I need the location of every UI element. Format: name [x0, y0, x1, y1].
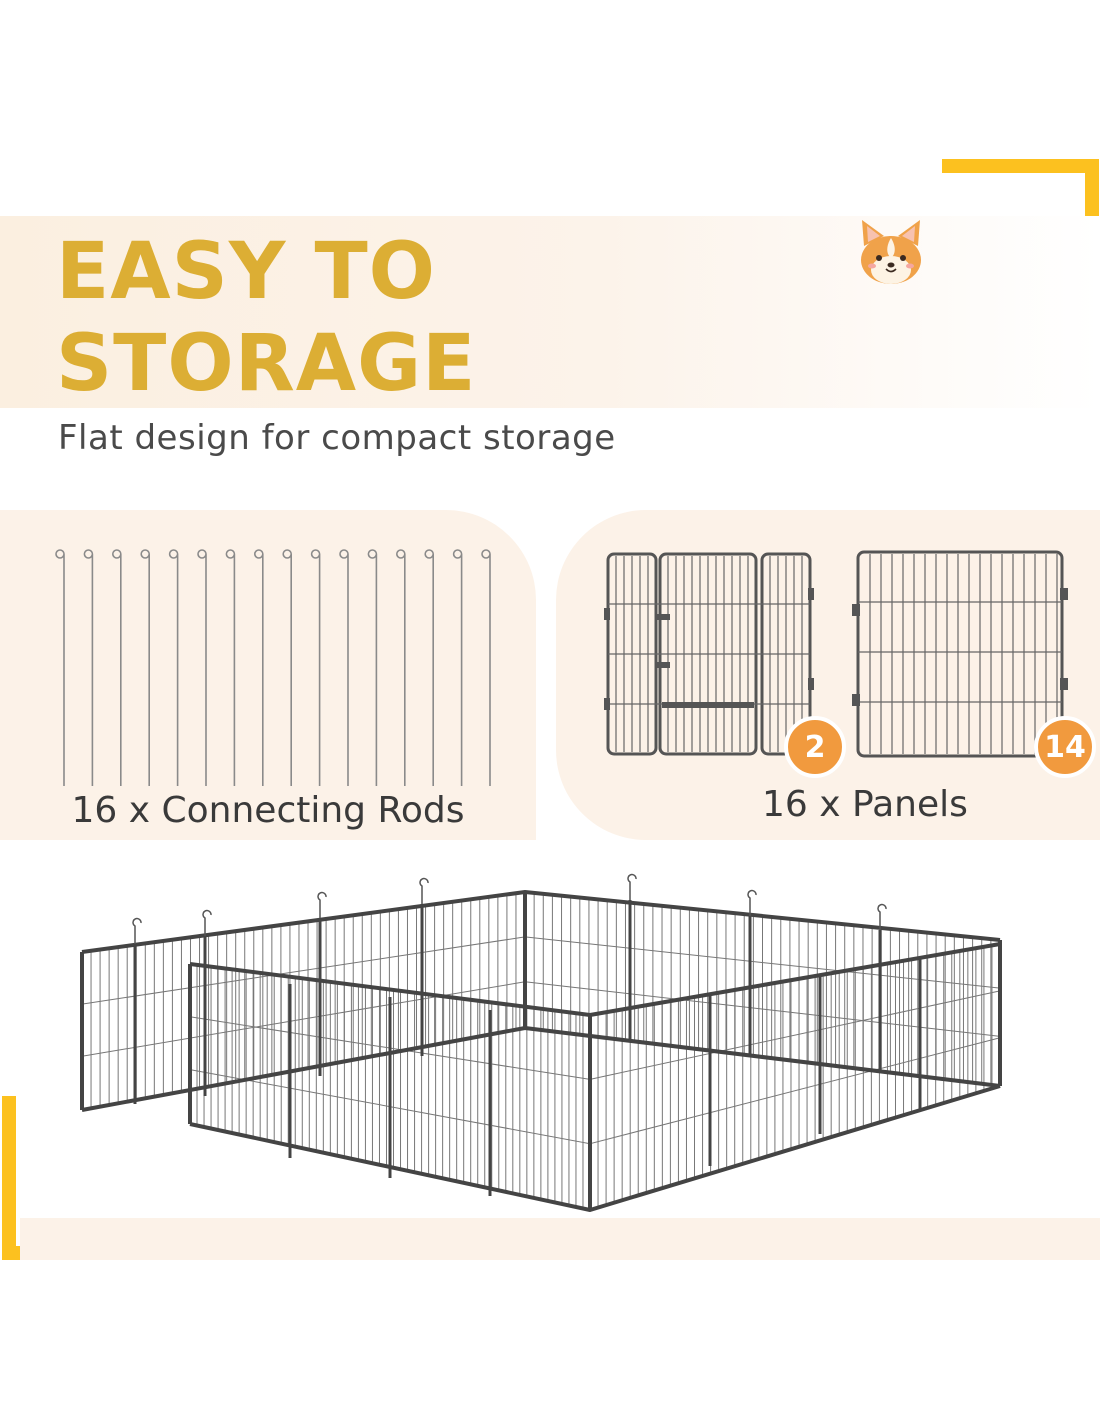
connecting-rod — [253, 549, 264, 786]
panels-panel — [556, 510, 1100, 840]
rods-panel — [0, 510, 536, 840]
connecting-rod — [197, 549, 207, 786]
corgi-mascot-icon — [861, 220, 921, 284]
connecting-rod — [367, 549, 378, 786]
plain-panel-illustration — [852, 550, 1068, 758]
connecting-rod — [282, 549, 292, 786]
connecting-rod — [168, 549, 179, 786]
assembled-playpen-illustration — [80, 873, 1002, 1212]
connecting-rod — [140, 549, 150, 786]
panels-caption: 16 x Panels — [762, 784, 968, 825]
connecting-rod — [310, 549, 321, 786]
connecting-rod — [55, 549, 65, 786]
subtitle: Flat design for compact storage — [58, 418, 616, 458]
connecting-rod — [481, 549, 491, 786]
bottom-band — [20, 1218, 1100, 1260]
headline-line-1: EASY TO — [56, 227, 436, 317]
connecting-rod — [111, 549, 122, 786]
connecting-rod — [395, 549, 406, 786]
connecting-rod — [424, 549, 434, 786]
connecting-rod — [452, 549, 463, 786]
rods-caption: 16 x Connecting Rods — [71, 790, 465, 831]
connecting-rods-illustration — [55, 549, 491, 786]
connecting-rod — [339, 549, 349, 786]
headline-line-2: STORAGE — [56, 319, 477, 409]
door-panel-count-badge: 2 — [784, 716, 846, 778]
door-panel-illustration — [604, 552, 814, 756]
connecting-rod — [83, 549, 94, 786]
headline: EASY TO STORAGE — [56, 226, 476, 410]
connecting-rod — [225, 549, 236, 786]
plain-panel-count-badge: 14 — [1034, 716, 1096, 778]
